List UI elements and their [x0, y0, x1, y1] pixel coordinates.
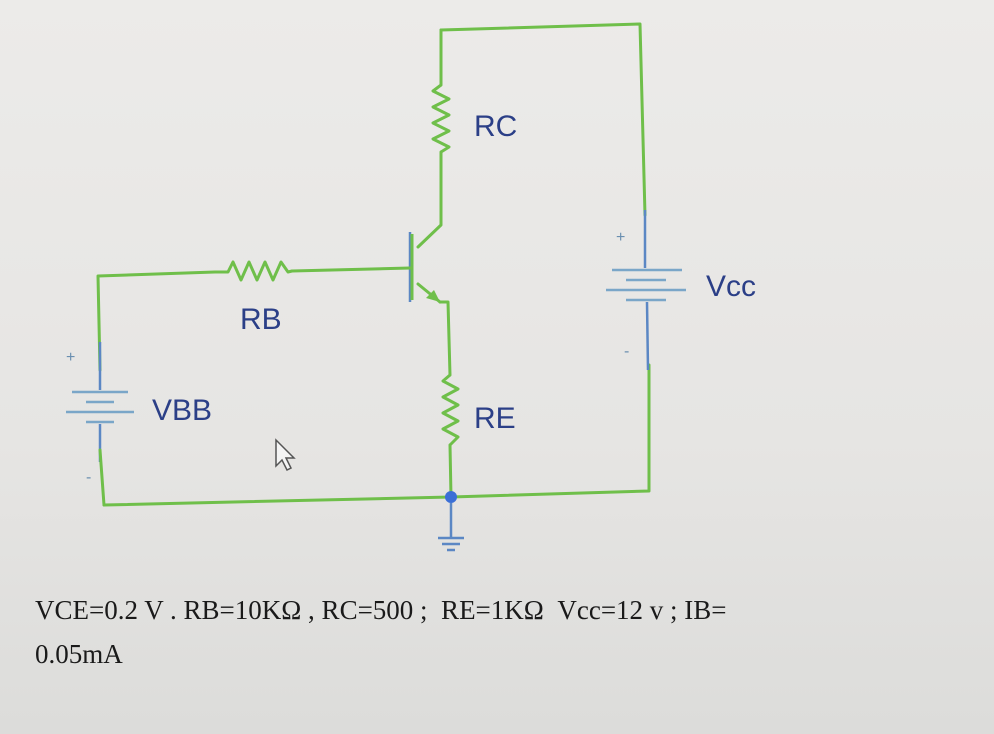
wire-top: [439, 22, 647, 217]
label-rc: RC: [474, 110, 517, 143]
ground-node: [445, 491, 457, 503]
parameters-line-2: 0.05mA: [35, 639, 123, 669]
vcc-minus-sign: -: [624, 343, 629, 360]
vcc-plus-sign: +: [616, 229, 625, 246]
wire-emitter: [438, 300, 452, 377]
wire-bottom: [102, 363, 651, 507]
circuit-schematic: RC RB RE Vcc VBB + - + -: [66, 22, 756, 552]
vcc-lead-bottom: [645, 301, 650, 371]
wire-rb-left: [96, 270, 217, 372]
resistor-rb: [215, 260, 293, 282]
label-rb: RB: [240, 303, 282, 336]
vbb-minus-sign: -: [86, 469, 91, 486]
transistor-emitter-arrow: [426, 290, 440, 302]
wire-re-bottom: [448, 443, 453, 499]
wire-collector: [416, 150, 443, 249]
label-re: RE: [474, 402, 516, 435]
label-vcc: Vcc: [706, 270, 756, 303]
ground-icon: [438, 503, 464, 552]
resistor-re: [441, 373, 460, 447]
label-vbb: VBB: [152, 394, 212, 427]
vbb-plus-sign: +: [66, 349, 75, 366]
wire-base: [290, 266, 412, 273]
wire-vbb-bottom: [98, 448, 106, 507]
resistor-rc: [431, 83, 451, 154]
mouse-pointer-icon: [275, 438, 296, 472]
problem-parameters: VCE=0.2 V . RB=10KΩ , RC=500 ; RE=1KΩ Vc…: [35, 588, 975, 676]
parameters-line-1: VCE=0.2 V . RB=10KΩ , RC=500 ; RE=1KΩ Vc…: [35, 595, 727, 625]
